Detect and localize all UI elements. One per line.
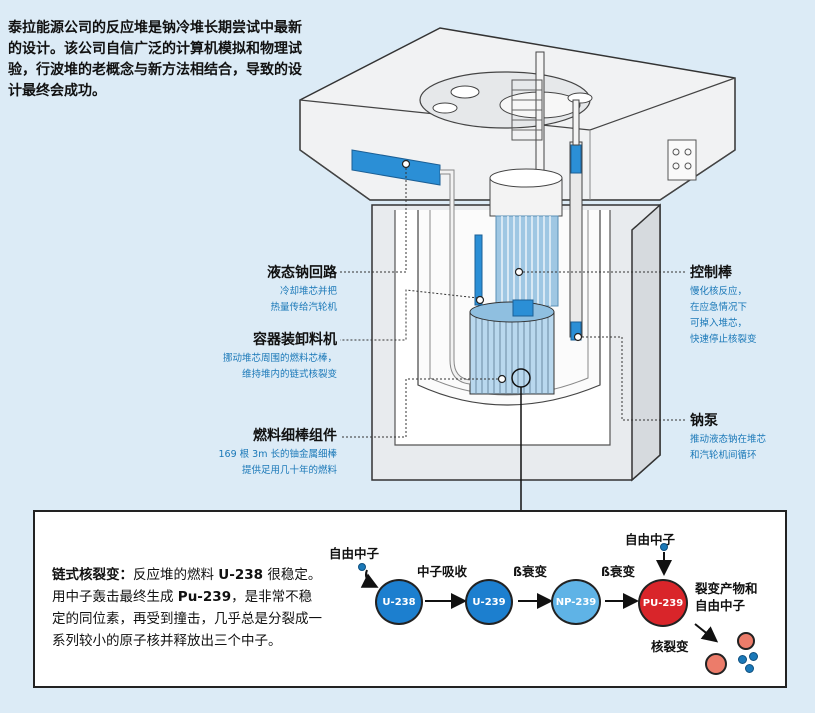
neutron-arrow-left bbox=[360, 569, 379, 588]
step-neutron-absorption: 中子吸收 bbox=[417, 564, 468, 579]
free-neutron bbox=[358, 563, 366, 571]
step-beta-decay-2: ß衰变 bbox=[601, 564, 635, 579]
fission-chain-panel: 链式核裂变：反应堆的燃料 U-238 很稳定。用中子轰击最终生成 Pu-239，… bbox=[33, 510, 787, 688]
nucleus-np239: NP-239 bbox=[551, 579, 601, 625]
label-sodium-loop: 液态钠回路 冷却堆芯并把热量传给汽轮机 bbox=[267, 265, 337, 313]
step-beta-decay-1: ß衰变 bbox=[513, 564, 547, 579]
fission-label: 核裂变 bbox=[651, 639, 689, 654]
nucleus-u238: U-238 bbox=[375, 579, 423, 625]
label-sodium-pump: 钠泵 推动液态钠在堆芯和汽轮机间循环 bbox=[690, 413, 767, 461]
free-neutron bbox=[745, 664, 754, 673]
free-neutron bbox=[660, 543, 668, 551]
fission-products-label: 裂变产物和 自由中子 bbox=[695, 581, 758, 613]
fuel-rod-bundle bbox=[469, 215, 559, 395]
intro-paragraph: 泰拉能源公司的反应堆是钠冷堆长期尝试中最新的设计。该公司自信广泛的计算机模拟和物… bbox=[8, 20, 302, 99]
free-neutron bbox=[749, 652, 758, 661]
chain-explanation: 链式核裂变：反应堆的燃料 U-238 很稳定。用中子轰击最终生成 Pu-239，… bbox=[52, 567, 322, 649]
label-control-rod: 控制棒 慢化核反应，在应急情况下可掉入堆芯，快速停止核裂变 bbox=[690, 265, 757, 345]
fission-fragment bbox=[737, 632, 755, 650]
nucleus-pu239: PU-239 bbox=[638, 579, 688, 627]
label-fuel-handler: 容器装卸料机 挪动堆芯周围的燃料芯棒，维持堆内的链式核裂变 bbox=[222, 332, 337, 380]
nucleus-u239: U-239 bbox=[465, 579, 513, 625]
label-fuel-assembly: 燃料细棒组件 169 根 3m 长的铀金属细棒提供足用几十年的燃料 bbox=[218, 428, 338, 476]
free-neutron-label-left: 自由中子 bbox=[329, 546, 380, 561]
fission-fragment bbox=[705, 653, 727, 675]
fission-chain-diagram bbox=[360, 552, 719, 643]
free-neutron bbox=[738, 655, 747, 664]
